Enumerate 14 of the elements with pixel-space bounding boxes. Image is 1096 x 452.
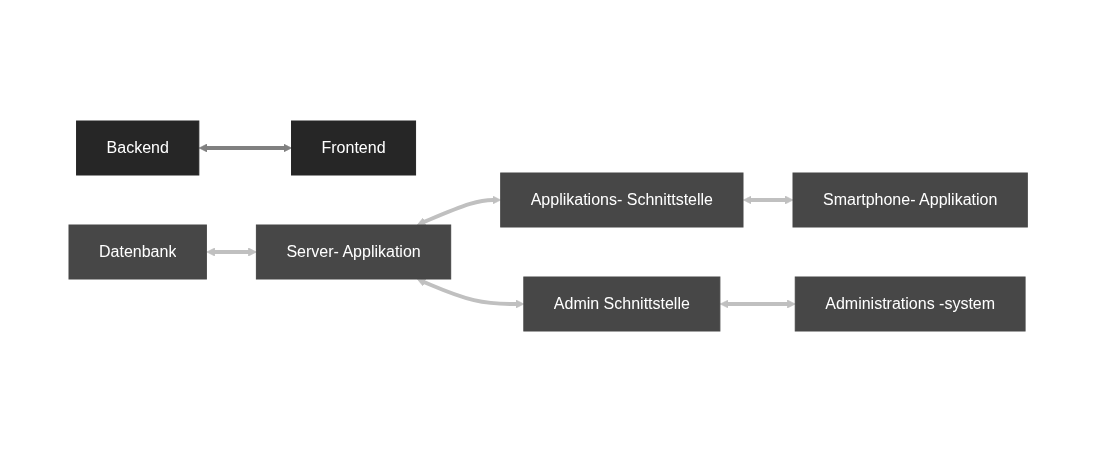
node-box: Applikations- Schnittstelle <box>500 172 744 228</box>
arrow <box>719 299 796 309</box>
node-box: Smartphone- Applikation <box>792 172 1028 228</box>
arrow <box>206 247 257 257</box>
node-box: Admin Schnittstelle <box>523 276 721 332</box>
node-box: Frontend <box>290 120 416 176</box>
node-box: Backend <box>75 120 200 176</box>
arrow <box>416 278 525 309</box>
node-box: Server- Applikation <box>255 224 451 280</box>
arrow <box>198 143 292 153</box>
node-box: Administrations -system <box>794 276 1026 332</box>
node-box: Datenbank <box>68 224 207 280</box>
arrow <box>416 195 501 226</box>
arrow <box>742 195 794 205</box>
